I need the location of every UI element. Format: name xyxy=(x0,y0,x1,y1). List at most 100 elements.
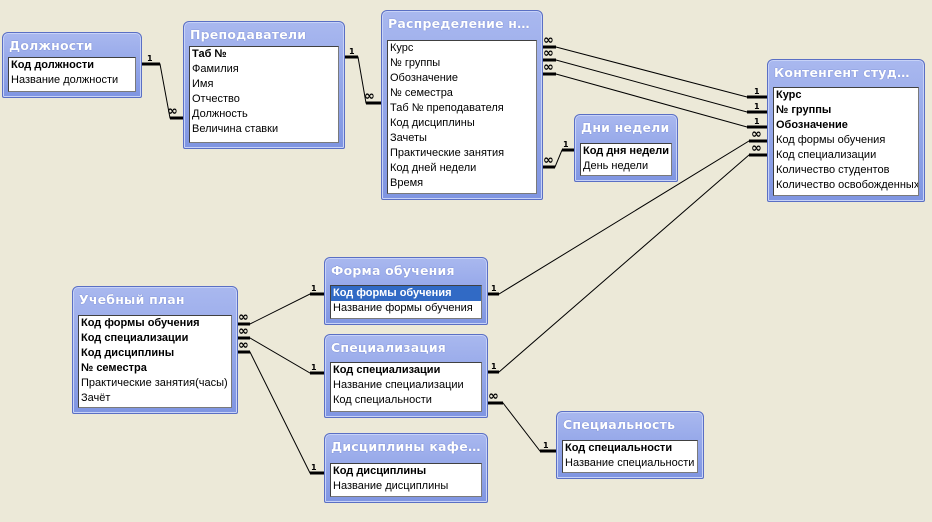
table-title[interactable]: Распределение наг... xyxy=(388,16,536,31)
field-item[interactable]: № группы xyxy=(776,104,832,116)
cardinality-many: ∞ xyxy=(751,141,762,156)
field-item[interactable]: Код специализации xyxy=(776,149,877,161)
cardinality-many: ∞ xyxy=(543,46,554,61)
field-item[interactable]: Название дисциплины xyxy=(333,480,449,492)
table-title[interactable]: Преподаватели xyxy=(190,27,307,42)
cardinality-one: 1 xyxy=(147,54,153,63)
field-item[interactable]: Название специализации xyxy=(333,379,464,391)
field-item[interactable]: День недели xyxy=(583,160,649,172)
field-item[interactable]: Обозначение xyxy=(390,72,459,84)
cardinality-one: 1 xyxy=(543,441,549,450)
relation-line-dolzhnost xyxy=(141,63,183,119)
cardinality-many: ∞ xyxy=(238,324,249,339)
relation-line-plan-discipliny xyxy=(236,351,324,474)
field-item[interactable]: Количество освобожденных xyxy=(776,179,919,191)
field-item[interactable]: Фамилия xyxy=(192,63,239,75)
field-item[interactable]: Код специальности xyxy=(565,442,673,454)
field-item[interactable]: Таб № преподавателя xyxy=(390,102,504,114)
relation-line-specialnost xyxy=(486,402,556,452)
field-item[interactable]: Код формы обучения xyxy=(776,134,886,146)
table-title[interactable]: Контенгент студентов xyxy=(774,65,918,80)
field-item[interactable]: Название формы обучения xyxy=(333,302,473,314)
cardinality-many: ∞ xyxy=(543,60,554,75)
cardinality-one: 1 xyxy=(311,463,317,472)
cardinality-one: 1 xyxy=(563,140,569,149)
field-item[interactable]: Отчество xyxy=(192,93,240,105)
field-item[interactable]: Практические занятия(часы) xyxy=(81,377,228,389)
table-title[interactable]: Должности xyxy=(9,38,93,53)
field-item[interactable]: Таб № xyxy=(192,48,227,60)
field-item[interactable]: Код специализации xyxy=(333,364,441,376)
field-item[interactable]: Курс xyxy=(390,42,414,54)
cardinality-many: ∞ xyxy=(543,33,554,48)
field-item[interactable]: Время xyxy=(390,177,424,189)
cardinality-one: 1 xyxy=(311,284,317,293)
table-kontingent[interactable]: Контенгент студентов Курс № группыОбознач… xyxy=(767,59,925,202)
field-item[interactable]: Имя xyxy=(192,78,214,90)
field-item[interactable]: Курс xyxy=(776,89,802,101)
field-item[interactable]: Обозначение xyxy=(776,119,848,131)
table-title[interactable]: Учебный план xyxy=(79,292,185,307)
field-item[interactable]: Название специальности xyxy=(565,457,695,469)
field-item[interactable]: Код дисциплины xyxy=(81,347,175,359)
field-item[interactable]: Код формы обучения xyxy=(81,317,200,329)
field-item[interactable]: Код специализации xyxy=(81,332,189,344)
cardinality-one: 1 xyxy=(349,47,355,56)
relation-line-kurs xyxy=(541,46,767,98)
table-title[interactable]: Дни недели xyxy=(581,120,670,135)
field-item[interactable]: Величина ставки xyxy=(192,123,279,135)
table-title[interactable]: Специальность xyxy=(563,417,676,432)
cardinality-one: 1 xyxy=(311,363,317,372)
relation-line-gruppa xyxy=(541,59,767,113)
field-item[interactable]: № группы xyxy=(390,57,441,69)
table-title[interactable]: Специализация xyxy=(331,340,447,355)
field-item[interactable]: Код дней недели xyxy=(390,162,477,174)
cardinality-one: 1 xyxy=(754,102,760,111)
field-item[interactable]: Код дисциплины xyxy=(333,465,427,477)
field-item[interactable]: Код дисциплины xyxy=(390,117,475,129)
field-item[interactable]: Зачеты xyxy=(390,132,427,144)
field-item[interactable]: № семестра xyxy=(81,362,147,374)
relation-line-plan-specializ xyxy=(236,337,324,374)
cardinality-many: ∞ xyxy=(488,389,499,404)
relation-line-plan-forma xyxy=(236,293,324,325)
table-title[interactable]: Дисциплины кафедры xyxy=(331,439,481,454)
field-item[interactable]: Должность xyxy=(192,108,248,120)
table-discipliny[interactable]: Дисциплины кафедры Код дисциплиныНазвани… xyxy=(324,433,488,503)
relation-line-den-nedeli xyxy=(541,149,574,168)
field-item[interactable]: Код формы обучения xyxy=(331,286,481,301)
field-item[interactable]: № семестра xyxy=(390,87,453,99)
field-item[interactable]: Код должности xyxy=(11,59,95,71)
cardinality-many: ∞ xyxy=(543,153,554,168)
field-item[interactable]: Количество студентов xyxy=(776,164,890,176)
cardinality-many: ∞ xyxy=(751,127,762,142)
table-title[interactable]: Форма обучения xyxy=(331,263,455,278)
field-item[interactable]: Название должности xyxy=(11,74,119,86)
field-item[interactable]: Практические занятия xyxy=(390,147,505,159)
field-item[interactable]: Код специальности xyxy=(333,394,432,406)
field-item[interactable]: Код дня недели xyxy=(583,145,670,157)
field-item[interactable]: Зачёт xyxy=(81,392,111,404)
cardinality-many: ∞ xyxy=(238,310,249,325)
cardinality-many: ∞ xyxy=(167,104,178,119)
cardinality-many: ∞ xyxy=(364,89,375,104)
